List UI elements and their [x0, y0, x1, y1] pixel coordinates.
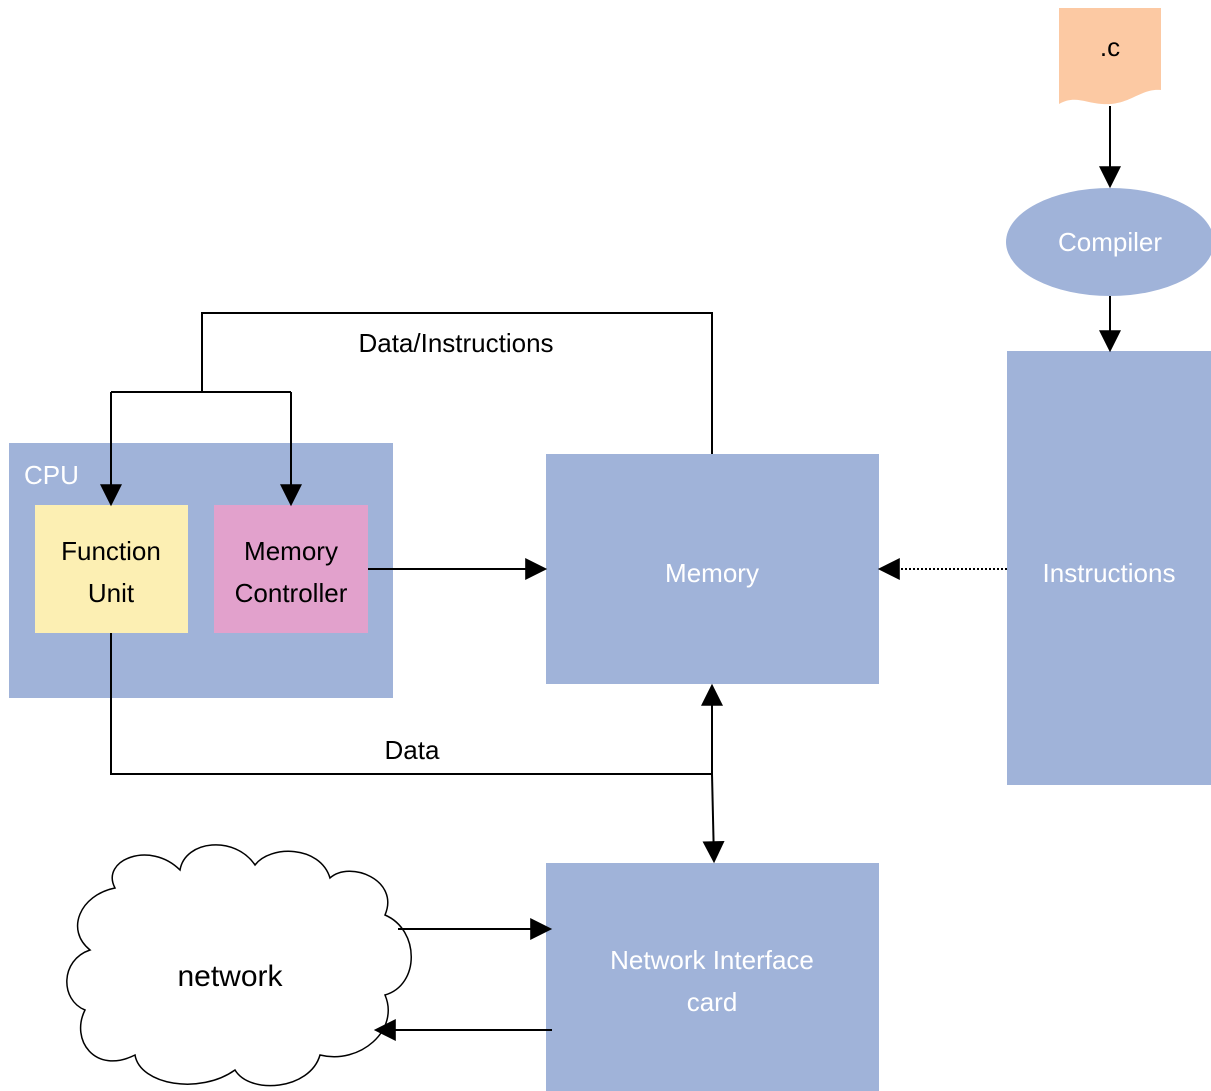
nic-box: [546, 863, 879, 1091]
function-unit-node: Function Unit: [35, 505, 188, 633]
nic-label-line2: card: [687, 987, 738, 1017]
function-unit-label-line2: Unit: [88, 578, 135, 608]
edge-memory-bus: [201, 312, 713, 454]
edge-label-data: Data: [385, 735, 440, 765]
source-file-label: .c: [1100, 32, 1120, 62]
memory-box: [546, 454, 879, 684]
cpu-cluster: CPU Function Unit Memory Controller: [9, 443, 393, 698]
instructions-box: [1007, 351, 1211, 785]
compiler-label: Compiler: [1058, 227, 1162, 257]
network-label: network: [177, 960, 283, 993]
instructions-node: Instructions: [1007, 351, 1211, 785]
memory-controller-label-line2: Controller: [235, 578, 348, 608]
memory-node: Memory: [546, 454, 879, 684]
memory-controller-label-line1: Memory: [244, 536, 338, 566]
function-unit-label-line1: Function: [61, 536, 161, 566]
source-file-shape: [1059, 8, 1161, 105]
nic-label-line1: Network Interface: [610, 945, 814, 975]
memory-controller-node: Memory Controller: [214, 505, 368, 633]
source-file-node: .c: [1059, 8, 1161, 105]
network-node: network: [66, 844, 412, 1087]
memory-controller-box: [214, 505, 368, 633]
edge-to-nic: [702, 773, 725, 864]
memory-label: Memory: [665, 558, 759, 588]
compiler-ellipse: [1006, 188, 1211, 296]
nic-node: Network Interface card: [546, 863, 879, 1091]
cpu-label: CPU: [24, 460, 79, 490]
edge-label-data-instructions: Data/Instructions: [358, 328, 553, 358]
network-cloud-shape: [66, 844, 412, 1087]
function-unit-box: [35, 505, 188, 633]
compiler-node: Compiler: [1006, 188, 1211, 296]
instructions-label: Instructions: [1043, 558, 1176, 588]
edge-function-unit-data: [110, 633, 712, 775]
